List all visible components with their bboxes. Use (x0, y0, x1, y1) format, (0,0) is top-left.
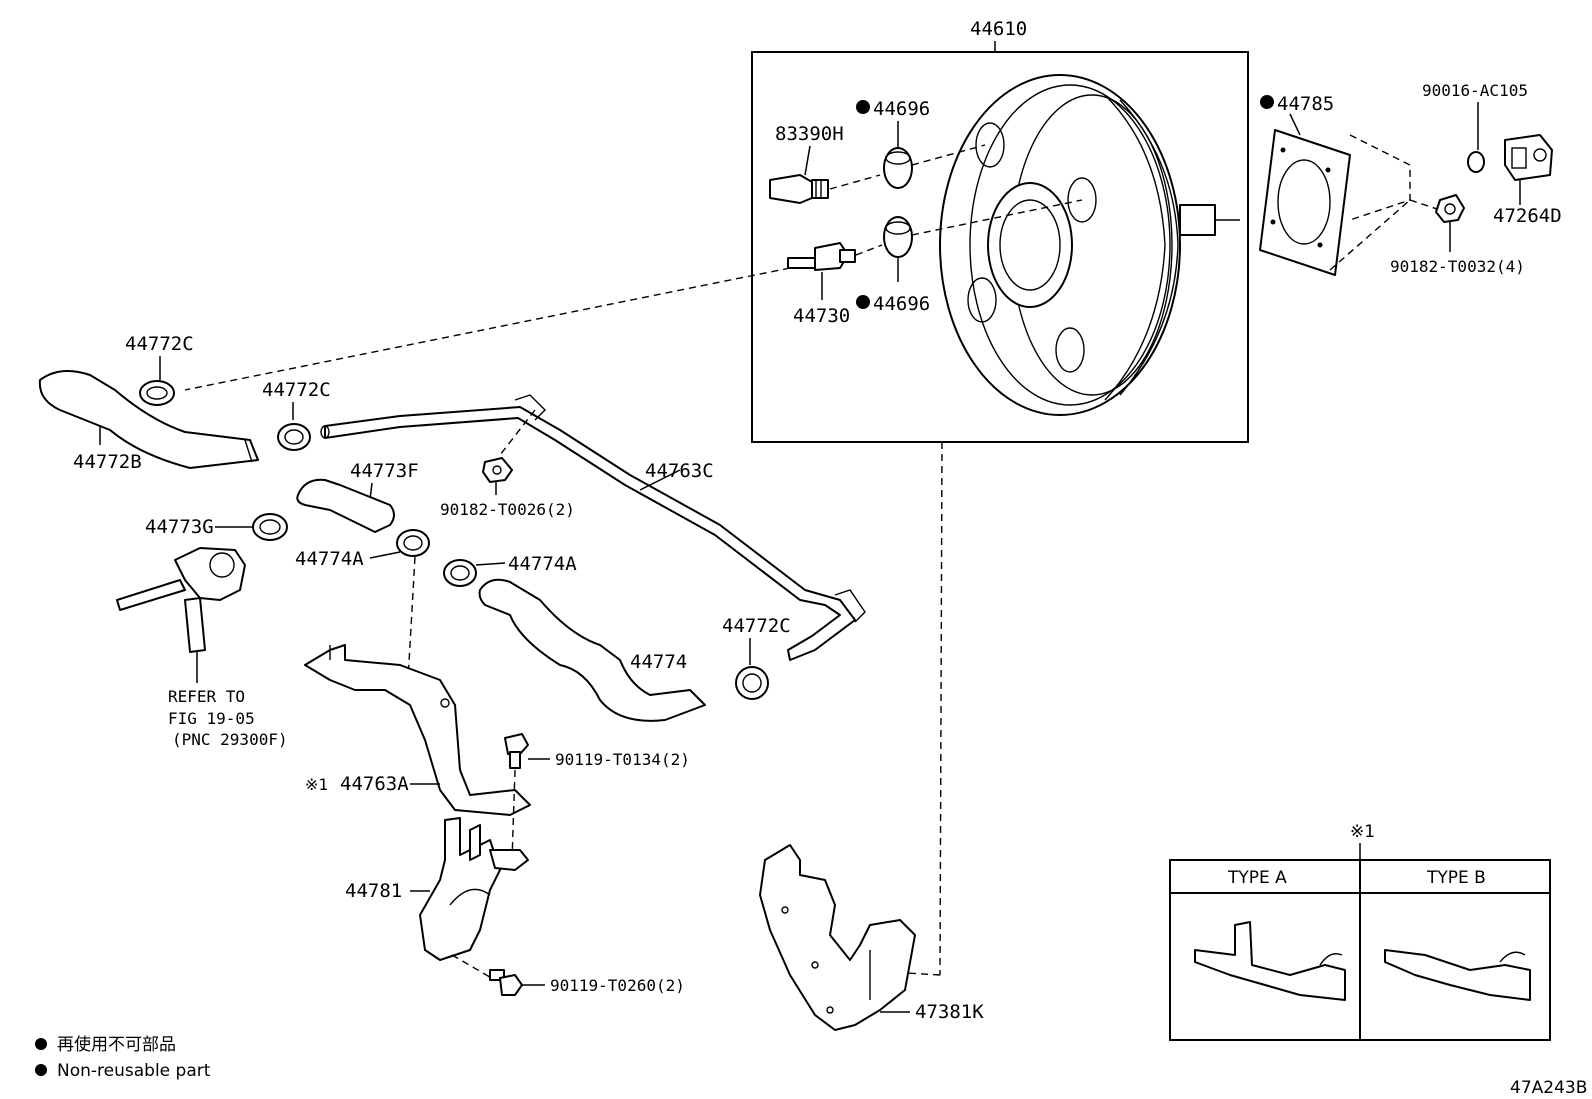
brake-booster[interactable] (939, 74, 1240, 416)
bracket-47264D[interactable] (1504, 134, 1553, 181)
legend-text-jp: 再使用不可部品 (57, 1034, 176, 1055)
label-44763A-prefix: ※1 (305, 775, 328, 794)
bracket-44763A[interactable] (304, 644, 531, 816)
label-44774A-right[interactable]: 44774A (508, 553, 577, 575)
hose-44772B[interactable] (38, 370, 259, 469)
label-44773G[interactable]: 44773G (145, 516, 214, 538)
check-valve-44730[interactable] (787, 242, 856, 271)
refer-hose-assembly[interactable] (116, 547, 246, 653)
grommet-44696-upper[interactable] (883, 147, 913, 189)
bracket-47381K[interactable] (759, 844, 916, 1031)
type-a-illustration (1194, 921, 1346, 1001)
label-44772C-a[interactable]: 44772C (125, 333, 194, 355)
type-table-note: ※1 (1350, 822, 1375, 842)
bolt-90119-T0260[interactable] (489, 969, 523, 996)
label-44610[interactable]: 44610 (970, 18, 1027, 40)
clamp-44772C-b[interactable] (277, 423, 311, 451)
grommet-44696-lower[interactable] (883, 216, 913, 258)
label-44730[interactable]: 44730 (793, 305, 850, 327)
type-table (1169, 859, 1551, 1041)
label-47381K[interactable]: 47381K (915, 1001, 984, 1023)
refer-text-line3: (PNC 29300F) (172, 730, 288, 749)
clamp-44772C-c[interactable] (735, 666, 769, 700)
legend-text-en: Non-reusable part (57, 1061, 211, 1081)
type-a-label: TYPE A (1227, 868, 1287, 888)
clamp-44774A-right[interactable] (443, 559, 477, 587)
label-90182-T0026[interactable]: 90182-T0026(2) (440, 500, 575, 519)
booster-gasket[interactable] (1259, 129, 1351, 276)
label-44781[interactable]: 44781 (345, 880, 402, 902)
label-44774A-left[interactable]: 44774A (295, 548, 364, 570)
legend-dot-jp (35, 1038, 47, 1050)
refer-text-line2: FIG 19-05 (168, 709, 255, 728)
vacuum-tube-44763C[interactable] (320, 394, 866, 661)
label-90119-T0134[interactable]: 90119-T0134(2) (555, 750, 690, 769)
label-44696-upper[interactable]: 44696 (873, 98, 930, 120)
label-44772C-c[interactable]: 44772C (722, 615, 791, 637)
non-reusable-dot-44696-upper (856, 100, 870, 114)
bolt-90119-T0134[interactable] (504, 733, 529, 769)
refer-text-line1: REFER TO (168, 687, 245, 706)
label-44774[interactable]: 44774 (630, 651, 687, 673)
label-44772C-b[interactable]: 44772C (262, 379, 331, 401)
clamp-44773G[interactable] (252, 513, 288, 541)
assembly-box (751, 51, 1249, 443)
label-83390H[interactable]: 83390H (775, 123, 844, 145)
label-44772B[interactable]: 44772B (73, 451, 142, 473)
label-44696-lower[interactable]: 44696 (873, 293, 930, 315)
label-44785[interactable]: 44785 (1277, 93, 1334, 115)
legend-dot-en (35, 1064, 47, 1076)
nut-90182-T0032[interactable] (1435, 194, 1465, 223)
label-90119-T0260[interactable]: 90119-T0260(2) (550, 976, 685, 995)
clamp-44772C-a[interactable] (139, 380, 175, 406)
nut-90182-T0026[interactable] (482, 457, 513, 483)
label-47264D[interactable]: 47264D (1493, 205, 1562, 227)
non-reusable-dot-44785 (1260, 95, 1274, 109)
non-reusable-dot-44696-lower (856, 295, 870, 309)
figure-code: 47A243B (1510, 1078, 1587, 1098)
hose-44774[interactable] (478, 578, 706, 722)
hose-44773F[interactable] (296, 478, 395, 533)
label-90016-AC105[interactable]: 90016-AC105 (1422, 81, 1528, 100)
clip-90016[interactable] (1467, 151, 1485, 173)
bracket-44781[interactable] (419, 817, 529, 961)
label-44763C[interactable]: 44763C (645, 460, 714, 482)
vacuum-sensor-83390H[interactable] (769, 174, 829, 204)
type-b-label: TYPE B (1426, 868, 1486, 888)
label-44773F[interactable]: 44773F (350, 460, 419, 482)
label-90182-T0032[interactable]: 90182-T0032(4) (1390, 257, 1525, 276)
type-b-illustration (1384, 949, 1531, 1001)
label-44763A[interactable]: 44763A (340, 773, 409, 795)
legend: 再使用不可部品 Non-reusable part (35, 1034, 211, 1081)
clamp-44774A-left[interactable] (396, 529, 430, 557)
